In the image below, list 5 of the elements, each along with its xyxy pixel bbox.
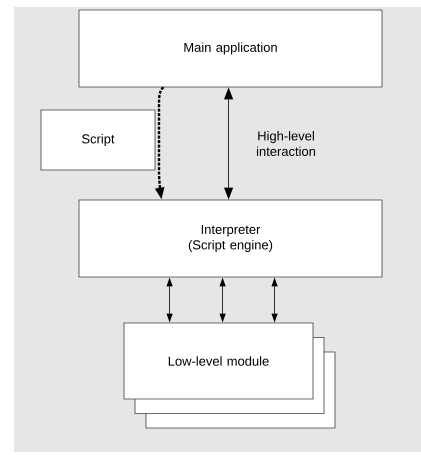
- process-box: Interpreter (Script engine): [78, 200, 382, 278]
- process-box: Main application: [78, 10, 382, 88]
- module-stack: Low-level module: [124, 322, 336, 428]
- edge-label: High-level interaction: [256, 131, 316, 156]
- script-box: Script: [40, 110, 156, 170]
